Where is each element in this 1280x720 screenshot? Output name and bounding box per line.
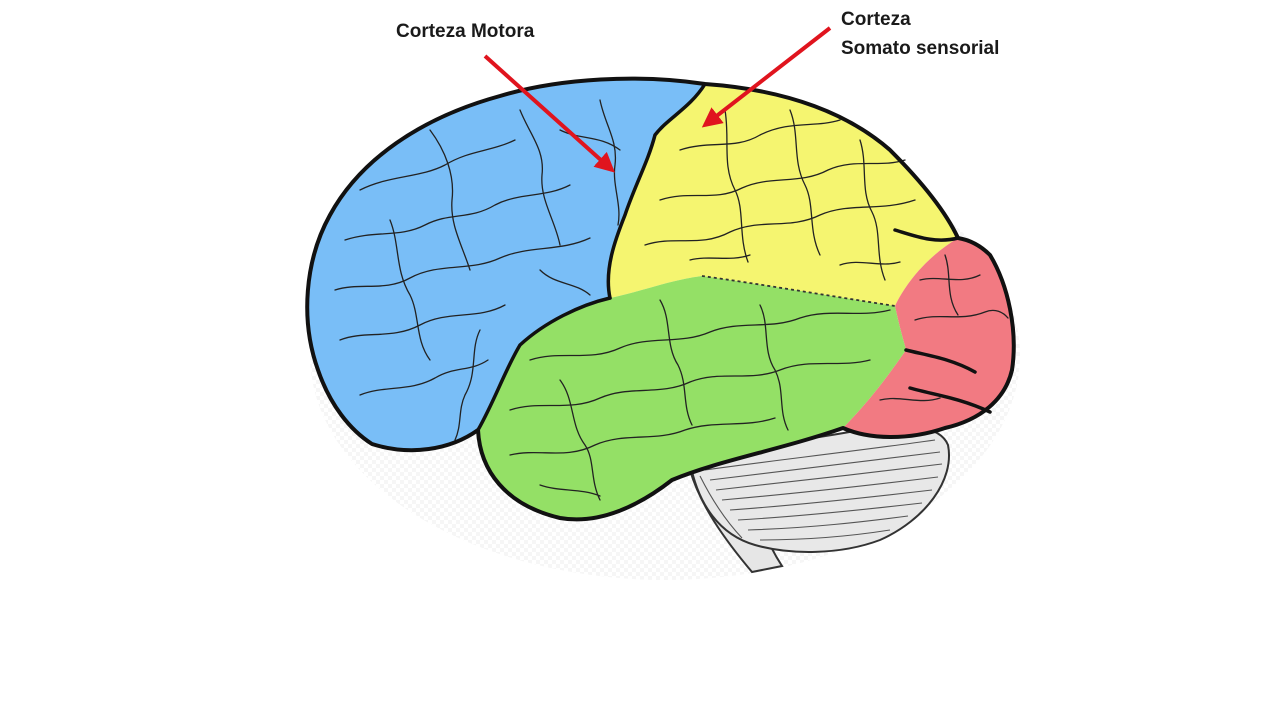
central-sulcus — [606, 82, 707, 300]
motor-cortex-annotation: Corteza Motora — [396, 21, 615, 173]
temporal-lobe — [478, 276, 906, 520]
somatosensory-cortex-arrow — [701, 26, 832, 128]
sulci-frontal — [334, 99, 621, 441]
sulci-parietal — [644, 109, 916, 281]
occipital-lobe — [843, 238, 1014, 437]
motor-cortex-label: Corteza Motora — [396, 21, 535, 42]
sulci-occipital — [879, 254, 1009, 402]
cerebellum — [688, 424, 950, 574]
parietal-lobe — [608, 84, 958, 306]
lateral-sulcus — [476, 296, 612, 432]
parieto-occipital-sulcus — [893, 228, 960, 242]
brain-outline — [305, 76, 1016, 522]
somatosensory-label-line1: Corteza — [841, 9, 911, 30]
somatosensory-label-line2: Somato sensorial — [841, 38, 999, 59]
sulci-temporal — [509, 299, 891, 501]
somatosensory-cortex-annotation: Corteza Somato sensorial — [701, 9, 999, 128]
motor-cortex-arrow — [483, 54, 615, 173]
occipital-fissure — [904, 348, 992, 414]
